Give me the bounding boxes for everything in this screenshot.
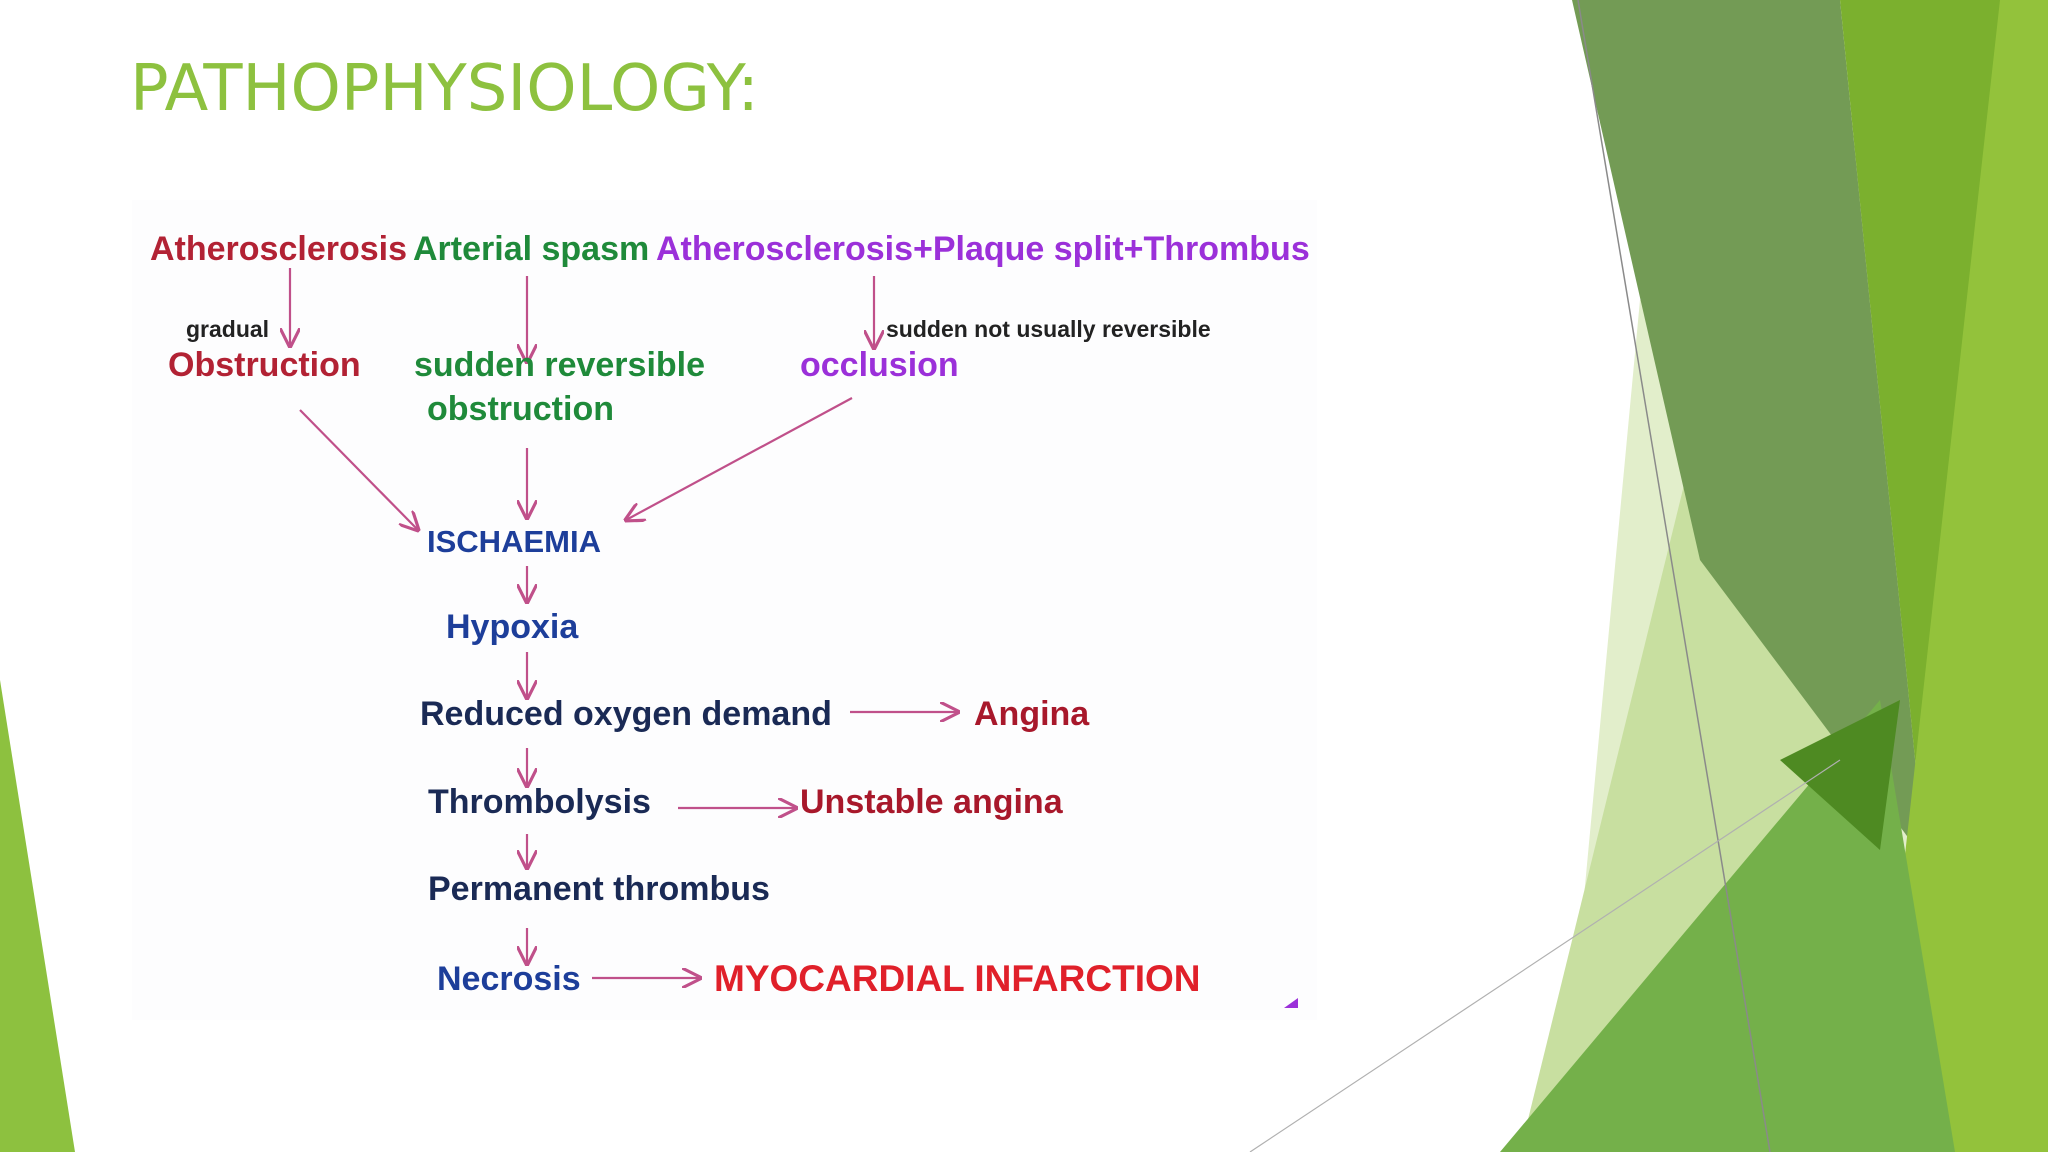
node-thrombolysis: Thrombolysis bbox=[428, 783, 651, 821]
decorative-corner-mark bbox=[1284, 998, 1298, 1008]
node-necrosis: Necrosis bbox=[437, 960, 581, 998]
node-ischaemia: ISCHAEMIA bbox=[427, 524, 601, 559]
node-angina: Angina bbox=[974, 695, 1090, 733]
node-permanent-thrombus: Permanent thrombus bbox=[428, 870, 770, 908]
node-reduced-oxygen-demand: Reduced oxygen demand bbox=[420, 695, 832, 733]
node-myocardial-infarction: MYOCARDIAL INFARCTION bbox=[714, 958, 1201, 999]
left-green-strip bbox=[0, 680, 75, 1152]
node-obstruction: Obstruction bbox=[168, 346, 361, 384]
node-atherosclerosis-plaque-thrombus: Atherosclerosis+Plaque split+Thrombus bbox=[656, 230, 1310, 268]
slide-title: PATHOPHYSIOLOGY: bbox=[130, 52, 759, 126]
decor-bright-green-right bbox=[1900, 0, 2048, 1152]
label-sudden-not-usually-reversible: sudden not usually reversible bbox=[886, 316, 1211, 342]
arrow-occlusion-to-ischaemia bbox=[626, 397, 853, 520]
node-sudden-reversible-line2: obstruction bbox=[427, 390, 614, 428]
node-sudden-reversible-line1: sudden reversible bbox=[414, 346, 706, 384]
decor-thin-line-2 bbox=[1249, 759, 1841, 1152]
diagram-panel bbox=[132, 200, 1317, 1020]
decor-thin-line-1 bbox=[1577, 0, 1771, 1152]
arrow-obstruction-to-ischaemia bbox=[299, 409, 418, 530]
node-arterial-spasm: Arterial spasm bbox=[413, 230, 650, 268]
node-atherosclerosis: Atherosclerosis bbox=[150, 230, 407, 268]
decor-green-mid bbox=[1780, 700, 1900, 850]
node-hypoxia: Hypoxia bbox=[446, 608, 579, 646]
node-occlusion: occlusion bbox=[800, 346, 959, 384]
decor-dark-green-band bbox=[1572, 0, 1925, 860]
node-unstable-angina: Unstable angina bbox=[800, 783, 1063, 821]
label-gradual: gradual bbox=[186, 316, 270, 342]
